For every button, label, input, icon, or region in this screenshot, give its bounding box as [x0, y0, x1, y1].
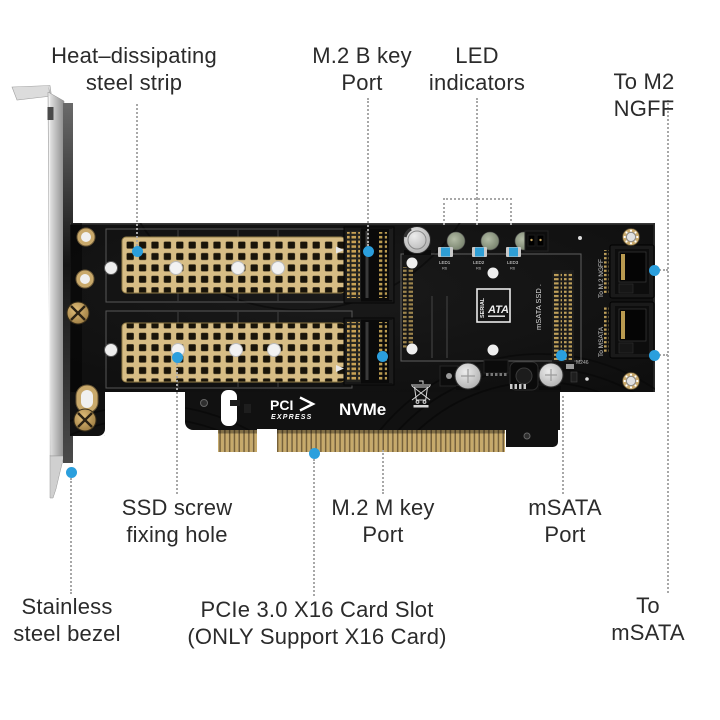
label-msata-port: mSATA Port — [528, 495, 602, 547]
callout-dot-stainless — [65, 466, 77, 478]
sata-port-to-m2-ngff — [604, 244, 655, 299]
leader-stainless-bezel — [70, 478, 72, 594]
label-led-indicators: LED indicators — [428, 43, 526, 95]
label-ssd-screw-hole: SSD screw fixing hole — [121, 495, 233, 547]
serial-ata-logo: SERIAL ATA — [476, 288, 511, 323]
leader-led-drop-2 — [476, 198, 478, 225]
m2-b-key-connector — [336, 226, 395, 304]
sata-port-to-msata — [604, 301, 655, 359]
leader-to-m2-ngff-arm — [656, 269, 668, 271]
callout-dot-heat-strip — [131, 245, 143, 257]
arrow-marker-icon — [336, 246, 344, 254]
standoff-hole — [104, 261, 118, 275]
leader-m2-b-key — [367, 98, 369, 246]
svg-text:LED3: LED3 — [507, 260, 519, 265]
callout-dot-pcie-slot — [308, 447, 320, 459]
led-2: LED2 R6 — [472, 231, 500, 271]
bracket-screw-bottom — [73, 408, 97, 432]
svg-text:EXPRESS: EXPRESS — [271, 414, 312, 421]
svg-text:LED1: LED1 — [439, 260, 451, 265]
left-edge-hardware — [66, 227, 99, 432]
callout-dot-to-msata — [648, 349, 660, 361]
leader-led-stem — [476, 98, 478, 199]
m246-silkscreen: M246 — [576, 360, 589, 366]
leader-msata-port — [562, 396, 564, 494]
leader-led-drop-3 — [510, 198, 512, 225]
label-pcie-slot: PCIe 3.0 X16 Card Slot (ONLY Support X16… — [187, 597, 447, 649]
callout-dot-ssd-screw — [171, 351, 183, 363]
power-circuit-components — [230, 359, 578, 413]
label-heat-dissipating-strip: Heat–dissipating steel strip — [51, 43, 217, 95]
label-to-m2-ngff: To M2 NGFF — [613, 69, 675, 121]
mounting-hole-top-right — [622, 228, 640, 246]
svg-text:R6: R6 — [510, 266, 516, 271]
bottom-tab-hole — [200, 399, 208, 407]
leader-led-drop-1 — [443, 198, 445, 225]
svg-text:SERIAL: SERIAL — [480, 297, 486, 318]
arrow-marker-icon — [336, 365, 344, 372]
svg-text:PCI: PCI — [270, 397, 293, 413]
leader-pcie-slot — [313, 459, 315, 596]
leader-right-rail — [667, 100, 669, 593]
heat-strip-bottom — [121, 322, 346, 383]
two-pin-header — [524, 230, 549, 252]
callout-dot-m2-m-key — [376, 350, 388, 362]
to-m2-ngff-silkscreen: To M.2 NGFF — [598, 259, 605, 298]
label-m2-b-key-port: M.2 B key Port — [312, 43, 412, 95]
callout-dot-m2-b-key — [362, 245, 374, 257]
svg-text:R6: R6 — [476, 266, 482, 271]
leader-m2-m-key — [382, 450, 384, 494]
msata-socket: SERIAL ATA mSATA SSD . M246 — [403, 257, 589, 366]
pci-express-logo: PCI EXPRESS — [270, 396, 316, 421]
heat-strip-top — [121, 236, 346, 294]
msata-ssd-silkscreen: mSATA SSD . — [534, 284, 543, 330]
silkscreen-dot — [578, 236, 582, 240]
mounting-bracket — [11, 85, 73, 499]
svg-text:LED2: LED2 — [473, 260, 485, 265]
electrolytic-capacitor — [403, 226, 431, 255]
svg-text:ATA: ATA — [487, 304, 509, 316]
weee-bin-icon — [411, 380, 431, 408]
led-1: LED1 R6 — [438, 231, 466, 271]
to-msata-silkscreen: To MSATA — [598, 326, 605, 357]
svg-text:R6: R6 — [442, 266, 448, 271]
pcie-x16-edge-connector — [218, 429, 505, 453]
bracket-screw-top — [66, 301, 90, 325]
label-stainless-bezel: Stainless steel bezel — [13, 594, 121, 646]
standoff-hole — [104, 343, 118, 357]
leader-ssd-screw — [176, 363, 178, 494]
chevron-icon — [299, 396, 316, 412]
bottom-right-tab-hole — [523, 432, 531, 440]
label-to-msata: To mSATA — [611, 593, 685, 645]
callout-dot-to-m2-ngff — [648, 264, 660, 276]
nvme-logo: NVMe — [339, 400, 386, 419]
leader-to-msata-arm — [656, 354, 668, 356]
mounting-hole-bottom-right — [622, 372, 640, 390]
callout-dot-msata-port — [555, 349, 567, 361]
bracket-foot — [49, 455, 65, 499]
label-m2-m-key-port: M.2 M key Port — [331, 495, 435, 547]
leader-heat-strip — [136, 104, 138, 246]
silkscreen-dot — [585, 377, 589, 381]
